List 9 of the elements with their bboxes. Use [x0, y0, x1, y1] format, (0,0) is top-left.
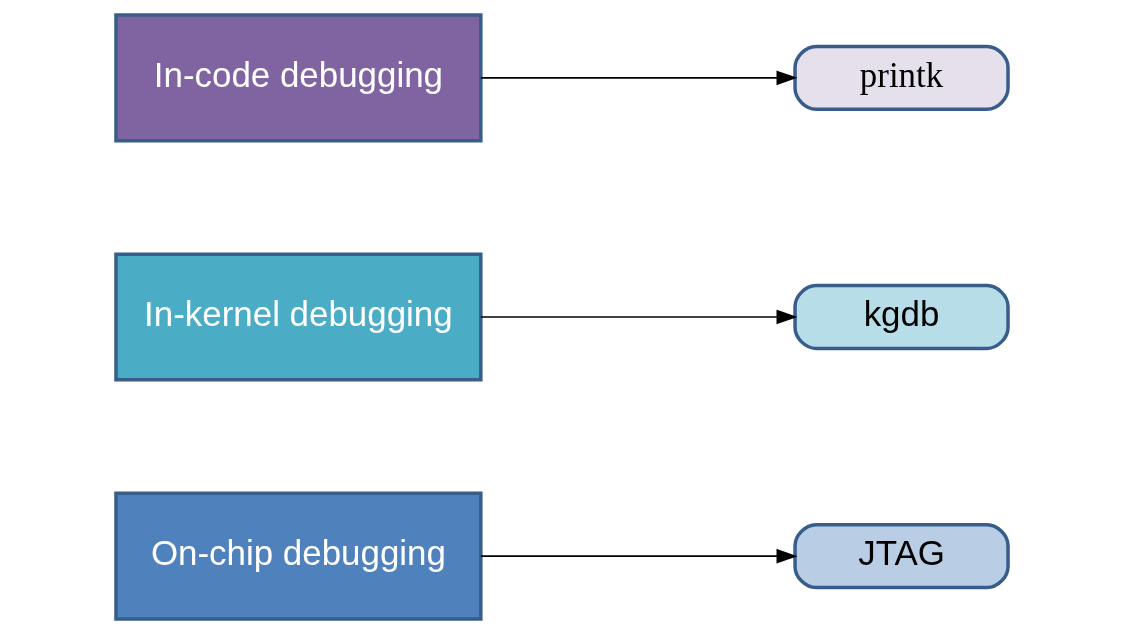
node-box: JTAG	[792, 523, 1010, 590]
node-box: On-chip debugging	[113, 491, 483, 621]
arrow	[479, 309, 797, 325]
node-box: In-code debugging	[113, 13, 483, 143]
node-box: In-kernel debugging	[113, 252, 483, 382]
node-box: kgdb	[792, 283, 1010, 351]
arrow	[479, 548, 797, 564]
node-box: printk	[792, 44, 1010, 111]
arrow	[479, 70, 797, 86]
